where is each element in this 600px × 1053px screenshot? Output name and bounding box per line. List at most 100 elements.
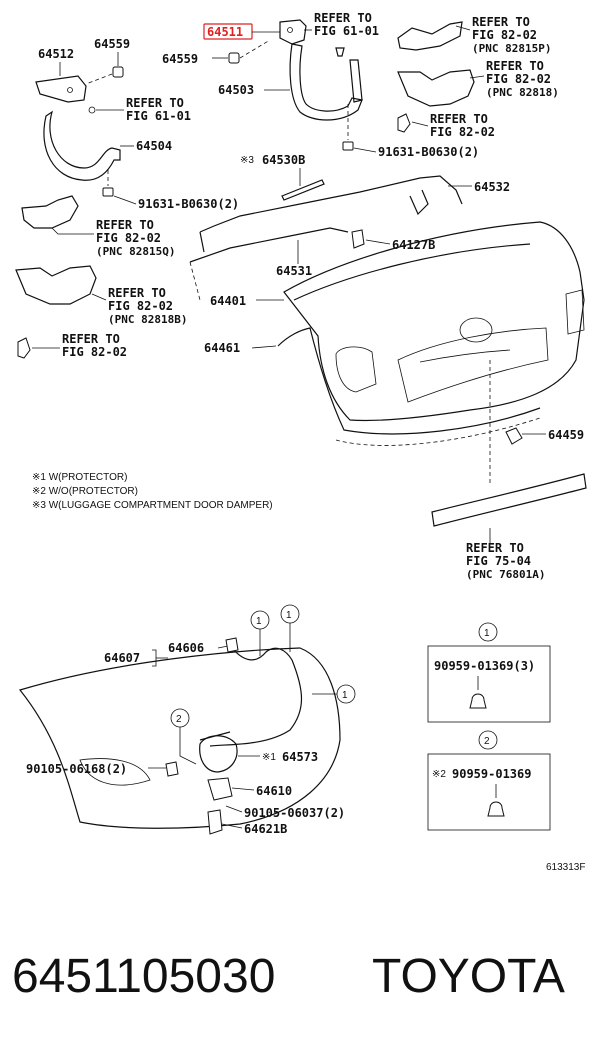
clamp-90959-01369-3 <box>469 693 487 709</box>
refer-82815q-l1: REFER TO <box>96 218 154 232</box>
part-64531-label: 64531 <box>276 264 312 278</box>
part-64461-label: 64461 <box>204 341 240 355</box>
refer-clip-left-l1: REFER TO <box>62 332 120 346</box>
footer-brand: TOYOTA <box>372 950 565 1003</box>
part-64530b-label: 64530B <box>262 153 305 167</box>
refer-82818-l1: REFER TO <box>486 59 544 73</box>
refer-82818b-l2: FIG 82-02 <box>108 299 173 313</box>
circle-marker-1b-text: 1 <box>286 610 292 621</box>
emblem <box>459 317 493 343</box>
leader-64127b <box>365 239 391 245</box>
trunk-lid-64401 <box>283 221 585 422</box>
part-91631-right-label: 91631-B0630(2) <box>378 145 479 159</box>
detail-box-2 <box>427 753 551 831</box>
protector-82815q <box>21 195 79 229</box>
part-64621b-label: 64621B <box>244 822 287 836</box>
detail-box-1 <box>427 645 551 723</box>
torsion-rod-end <box>199 231 205 253</box>
refer-75-04-l2: FIG 75-04 <box>466 554 531 568</box>
refer-75-04-l3: (PNC 76801A) <box>466 568 545 581</box>
trunk-lid-crease <box>293 243 531 301</box>
part-64504-label: 64504 <box>136 139 172 153</box>
refer-82818-l3: (PNC 82818) <box>486 86 559 99</box>
part-64511-label: 64511 <box>207 25 243 39</box>
bumper-64459 <box>505 427 523 445</box>
leader-clip-82-02 <box>411 121 429 127</box>
refer-61-01-mid-l2: FIG 61-01 <box>126 109 191 123</box>
cover-64573 <box>199 735 238 773</box>
part-64512-label: 64512 <box>38 47 74 61</box>
refer-clip-l2: FIG 82-02 <box>430 125 495 139</box>
part-64559-a-label: 64559 <box>94 37 130 51</box>
rod-bracket <box>409 189 429 216</box>
clip-82-02 <box>397 113 411 133</box>
clip-82-02-left <box>17 337 31 359</box>
refer-82815q-l3: (PNC 82815Q) <box>96 245 175 258</box>
leader-64606-b <box>217 645 229 649</box>
footer-part-number: 6451105030 <box>12 950 275 1003</box>
small-nut <box>335 47 345 57</box>
protector-82818 <box>397 69 475 107</box>
damper-64530b <box>281 179 325 201</box>
note-2: ※2 W/O(PROTECTOR) <box>32 486 138 497</box>
leader-marker-2 <box>179 727 197 765</box>
part-64610-label: 64610 <box>256 784 292 798</box>
highlight-part-label[interactable]: 64511 <box>203 23 253 40</box>
hinge-arm-64504 <box>43 110 121 181</box>
refer-61-01-top-l2: FIG 61-01 <box>314 24 379 38</box>
note-mark-3: ※3 <box>240 155 254 166</box>
box1-part-label: 90959-01369(3) <box>434 659 535 673</box>
part-64127b-label: 64127B <box>392 238 435 252</box>
part-91631-left-label: 91631-B0630(2) <box>138 197 239 211</box>
part-90105-06037-label: 90105-06037(2) <box>244 806 345 820</box>
refer-82815p-l1: REFER TO <box>472 15 530 29</box>
bolt-hole <box>287 27 293 33</box>
figure-code: 613313F <box>546 862 585 873</box>
box1-circle-text: 1 <box>484 628 490 639</box>
license-recess <box>397 327 549 403</box>
wire-harness <box>209 647 302 747</box>
part-64459-label: 64459 <box>548 428 584 442</box>
dash-64531 <box>189 261 201 301</box>
part-64607-label: 64607 <box>104 651 140 665</box>
refer-82818b-l1: REFER TO <box>108 286 166 300</box>
leader-82818 <box>469 75 485 79</box>
bolt-91631-left <box>102 187 114 197</box>
refer-61-01-mid-l1: REFER TO <box>126 96 184 110</box>
weatherstrip-64461 <box>277 327 541 435</box>
bolt-64559-a <box>112 66 124 78</box>
refer-82818-l2: FIG 82-02 <box>486 72 551 86</box>
leader-91631-left <box>113 195 137 205</box>
leader-82815p <box>455 25 471 31</box>
bolt-90105-06168 <box>165 761 179 777</box>
striker-64621b <box>207 809 223 835</box>
leader-82815q <box>51 227 94 235</box>
box2-part-label: 90959-01369 <box>452 767 531 781</box>
refer-clip-left-l2: FIG 82-02 <box>62 345 127 359</box>
part-64559-b-label: 64559 <box>162 52 198 66</box>
clip-64127b <box>351 229 365 249</box>
lamp-left <box>335 346 377 393</box>
box1-circle <box>478 622 498 642</box>
lamp-right <box>565 289 585 335</box>
leader-91631-right <box>353 147 377 153</box>
note-1: ※1 W(PROTECTOR) <box>32 472 127 483</box>
leader-90105-06037 <box>225 805 243 813</box>
torsion-rod-64532 <box>199 175 463 233</box>
part-64532-label: 64532 <box>474 180 510 194</box>
box2-circle <box>478 730 498 750</box>
refer-75-04-l1: REFER TO <box>466 541 524 555</box>
weatherstrip-dash <box>335 417 541 446</box>
circle-marker-1c-text: 1 <box>342 690 348 701</box>
note-mark-1: ※1 <box>262 752 276 763</box>
protector-82815p <box>397 21 463 51</box>
hinge-bracket-top <box>279 19 307 45</box>
part-64573-label: 64573 <box>282 750 318 764</box>
dash-64559-b <box>239 39 271 59</box>
circle-marker-1a-text: 1 <box>256 616 262 627</box>
refer-82818b-l3: (PNC 82818B) <box>108 313 187 326</box>
trunk-badge <box>419 349 511 363</box>
leader-82818b <box>91 293 107 301</box>
refer-82815q-l2: FIG 82-02 <box>96 231 161 245</box>
